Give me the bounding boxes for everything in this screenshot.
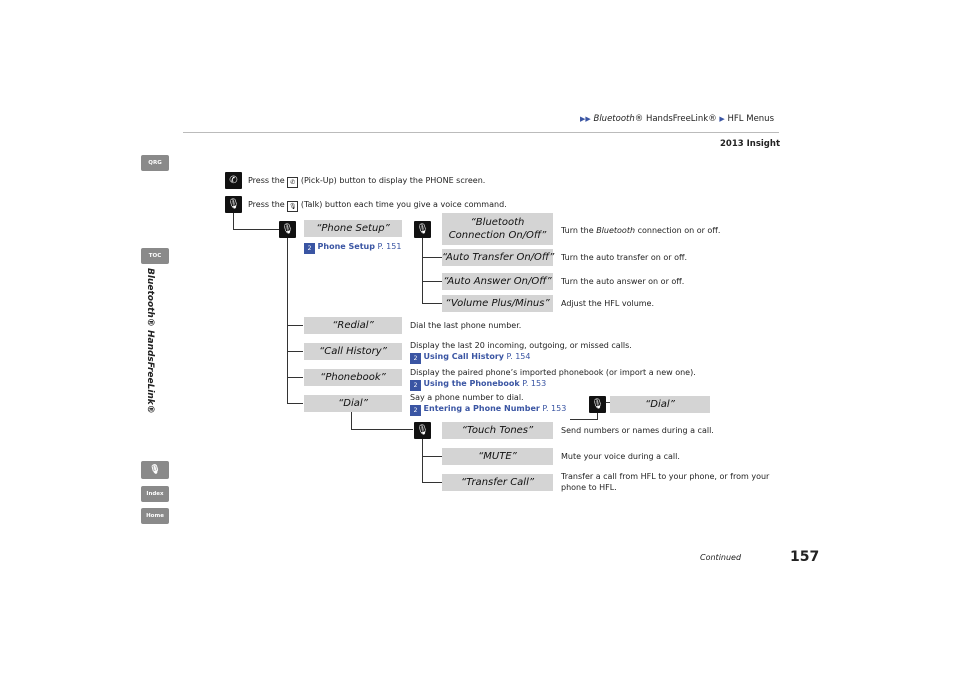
tree-line — [422, 456, 442, 457]
toc-button[interactable]: TOC — [141, 248, 169, 264]
tree-line — [287, 325, 303, 326]
home-button[interactable]: Home — [141, 508, 169, 524]
cmd-auto-transfer: “Auto Transfer On/Off” — [442, 249, 554, 266]
link-arrow-icon: 2 — [304, 243, 315, 254]
qrg-button[interactable]: QRG — [141, 155, 169, 171]
pickup-icon: ✆ — [225, 172, 242, 189]
tree-line — [287, 403, 303, 404]
desc-dial: Say a phone number to dial. — [410, 393, 524, 402]
ref-dial[interactable]: 2 Entering a Phone Number P. 153 — [410, 404, 566, 416]
tree-line — [233, 213, 234, 229]
intro-pickup: Press the ✆ (Pick-Up) button to display … — [248, 176, 486, 188]
intro-talk: Press the 🎙 (Talk) button each time you … — [248, 200, 507, 212]
desc-call-history: Display the last 20 incoming, outgoing, … — [410, 341, 632, 350]
tree-line — [422, 237, 423, 303]
model-label: 2013 Insight — [720, 139, 781, 149]
arrow-icon: ▶▶ — [580, 115, 591, 123]
desc-phonebook: Display the paired phone’s imported phon… — [410, 368, 696, 377]
tree-line — [287, 351, 303, 352]
cmd-phone-setup: “Phone Setup” — [304, 220, 402, 237]
talk-icon: 🎙 — [279, 221, 296, 238]
link-arrow-icon: 2 — [410, 405, 421, 416]
tree-line — [351, 429, 413, 430]
tree-line — [597, 412, 598, 419]
tree-line — [287, 377, 303, 378]
tree-line — [422, 257, 442, 258]
cmd-dial-number: “Dial” — [610, 396, 710, 413]
section-tab: Bluetooth® HandsFreeLink® — [145, 268, 165, 414]
pickup-small-icon: ✆ — [287, 177, 299, 188]
breadcrumb-menus[interactable]: HFL Menus — [727, 114, 774, 124]
desc-bluetooth: Turn the Bluetooth connection on or off. — [561, 226, 721, 235]
desc-auto-transfer: Turn the auto transfer on or off. — [561, 253, 688, 262]
cmd-volume: “Volume Plus/Minus” — [442, 295, 553, 312]
ref-phone-setup[interactable]: 2 Phone Setup P. 151 — [304, 242, 401, 254]
voice-button[interactable]: 🎙 — [141, 461, 169, 479]
desc-mute: Mute your voice during a call. — [561, 452, 680, 461]
continued-label: Continued — [700, 553, 742, 562]
tree-line — [287, 237, 288, 404]
tree-line — [570, 419, 598, 420]
ref-call-history[interactable]: 2 Using Call History P. 154 — [410, 352, 530, 364]
talk-icon: 🎙 — [414, 422, 431, 439]
tree-line — [422, 281, 442, 282]
section-title: Bluetooth® HandsFreeLink® — [145, 268, 155, 414]
tree-line — [422, 482, 442, 483]
link-arrow-icon: 2 — [410, 380, 421, 391]
breadcrumb-hfl[interactable]: HandsFreeLink® — [643, 114, 717, 124]
talk-icon: 🎙 — [225, 196, 242, 213]
tree-line — [422, 303, 442, 304]
breadcrumb: ▶▶ Bluetooth® HandsFreeLink® ▶ HFL Menus — [580, 114, 774, 124]
cmd-redial: “Redial” — [304, 317, 402, 334]
talk-icon: 🎙 — [414, 221, 431, 238]
cmd-mute: “MUTE” — [442, 448, 553, 465]
arrow-icon: ▶ — [719, 115, 725, 123]
header-divider — [183, 132, 779, 133]
index-button[interactable]: Index — [141, 486, 169, 502]
talk-icon: 🎙 — [149, 465, 161, 475]
talk-small-icon: 🎙 — [287, 201, 299, 212]
cmd-dial: “Dial” — [304, 395, 402, 412]
desc-redial: Dial the last phone number. — [410, 321, 522, 330]
tree-line — [422, 438, 423, 483]
desc-auto-answer: Turn the auto answer on or off. — [561, 277, 685, 286]
tree-line — [351, 412, 352, 429]
link-arrow-icon: 2 — [410, 353, 421, 364]
cmd-call-history: “Call History” — [304, 343, 402, 360]
cmd-transfer-call: “Transfer Call” — [442, 474, 553, 491]
tree-line — [233, 229, 279, 230]
arrow-right-icon: → — [605, 397, 614, 409]
ref-phonebook[interactable]: 2 Using the Phonebook P. 153 — [410, 379, 546, 391]
cmd-phonebook: “Phonebook” — [304, 369, 402, 386]
breadcrumb-bluetooth[interactable]: Bluetooth® — [593, 114, 644, 124]
cmd-touch-tones: “Touch Tones” — [442, 422, 553, 439]
page-number: 157 — [790, 549, 820, 565]
desc-transfer-call: Transfer a call from HFL to your phone, … — [561, 472, 770, 492]
desc-volume: Adjust the HFL volume. — [561, 299, 655, 308]
cmd-auto-answer: “Auto Answer On/Off” — [442, 273, 553, 290]
talk-icon: 🎙 — [589, 396, 606, 413]
desc-touch-tones: Send numbers or names during a call. — [561, 426, 714, 435]
